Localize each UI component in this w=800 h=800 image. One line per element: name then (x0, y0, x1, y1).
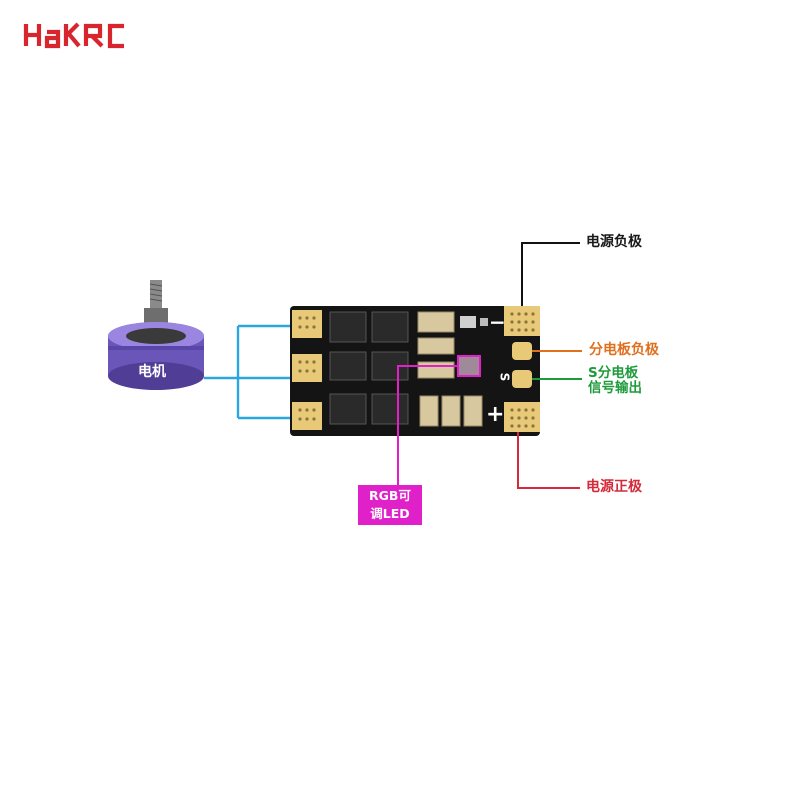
esc-board (290, 306, 540, 436)
callout-rgb-line (397, 365, 458, 485)
label-distribution-negative: 分电板负极 (589, 342, 659, 358)
motor (108, 280, 204, 390)
minus-sign: − (489, 310, 506, 334)
rgb-led (457, 355, 481, 377)
hakrc-logo (23, 22, 124, 49)
power-pads (504, 306, 540, 432)
label-signal-output: S分电板 信号输出 (588, 366, 642, 396)
plus-sign: + (486, 402, 505, 427)
label-signal-line2: 信号输出 (588, 379, 642, 396)
motor-pads (292, 310, 322, 430)
label-rgb-line1: RGB可 (369, 488, 411, 503)
label-power-positive: 电源正极 (586, 479, 642, 495)
smd-component (460, 316, 476, 328)
s-sign: S (497, 372, 512, 382)
motor-wires (204, 324, 298, 420)
label-rgb-line2: 调LED (370, 506, 410, 521)
label-rgb-led: RGB可 调LED (358, 485, 422, 525)
callout-power-negative-line (521, 242, 580, 306)
callout-power-positive-line (517, 432, 580, 489)
smd-component (480, 318, 488, 326)
motor-label: 电机 (138, 364, 166, 380)
label-signal-line1: S分电板 (588, 365, 639, 381)
label-power-negative: 电源负极 (586, 234, 642, 250)
